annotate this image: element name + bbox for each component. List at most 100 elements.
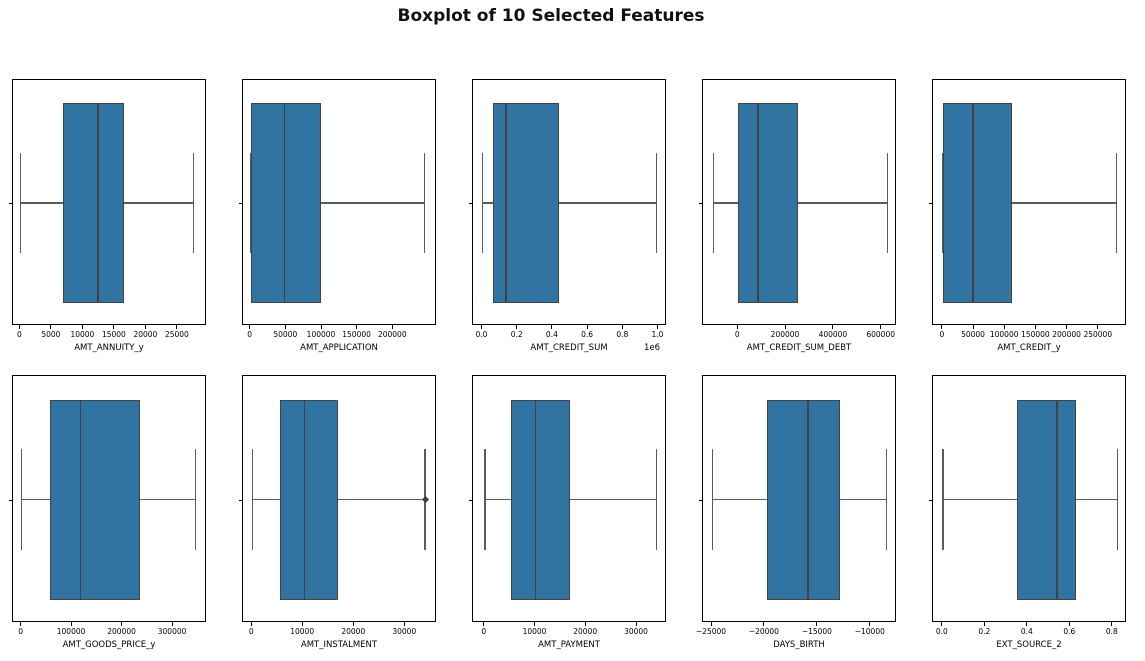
whisker-line xyxy=(484,498,658,501)
x-tick-label: −25000 xyxy=(695,627,727,636)
whisker-line xyxy=(482,202,658,204)
whisker-line xyxy=(942,202,1118,204)
y-tick xyxy=(9,203,13,204)
x-tick-label: 50000 xyxy=(961,330,985,339)
x-tick xyxy=(121,622,123,626)
x-tick xyxy=(869,622,871,626)
x-tick xyxy=(481,325,482,329)
x-tick xyxy=(941,325,943,329)
whisker-cap-low xyxy=(712,152,714,254)
x-tick xyxy=(657,325,658,329)
x-tick xyxy=(171,622,173,626)
x-tick xyxy=(816,622,818,626)
x-tick xyxy=(81,325,83,329)
y-tick xyxy=(9,499,13,501)
iqr-box xyxy=(49,399,140,600)
axis-offset-label: 1e6 xyxy=(643,343,660,353)
x-tick-label: 0 xyxy=(17,330,22,339)
x-tick-label: 0.4 xyxy=(1020,627,1033,636)
whisker-line xyxy=(712,202,889,204)
whisker-cap-low xyxy=(250,152,252,254)
axes-AMT_INSTALMENT xyxy=(239,375,436,622)
x-axis-label: AMT_CREDIT_SUM_DEBT xyxy=(746,343,852,353)
x-tick xyxy=(784,325,786,329)
x-tick-label: 1.0 xyxy=(651,330,664,339)
iqr-box xyxy=(251,103,321,303)
x-tick-label: 25000 xyxy=(164,330,189,339)
axes-AMT_APPLICATION xyxy=(239,79,436,325)
x-tick xyxy=(144,325,146,329)
x-tick-label: 0 xyxy=(734,330,740,339)
iqr-box xyxy=(1016,399,1077,600)
x-tick-label: 150000 xyxy=(1021,330,1050,339)
x-axis-label: AMT_PAYMENT xyxy=(538,640,600,650)
x-tick xyxy=(621,325,623,329)
whisker-cap-high xyxy=(887,152,889,254)
y-tick xyxy=(469,203,473,204)
x-tick-label: 20000 xyxy=(573,627,598,636)
x-tick xyxy=(356,325,358,329)
x-tick xyxy=(113,325,115,329)
x-tick xyxy=(941,622,943,626)
iqr-box xyxy=(511,399,570,600)
x-tick xyxy=(176,325,178,329)
median-line xyxy=(505,103,507,303)
x-tick-label: 0 xyxy=(18,627,23,636)
x-tick xyxy=(1026,622,1028,626)
x-tick xyxy=(301,622,303,626)
x-tick-label: −10000 xyxy=(854,627,885,636)
x-tick xyxy=(1034,325,1036,329)
median-line xyxy=(534,399,537,600)
x-tick xyxy=(586,325,588,329)
median-line xyxy=(1056,399,1058,600)
x-tick-label: 10000 xyxy=(290,627,315,636)
whisker-line xyxy=(251,498,426,501)
x-tick xyxy=(1097,325,1099,329)
x-tick xyxy=(70,622,72,626)
x-tick xyxy=(352,622,354,626)
x-tick xyxy=(972,325,974,329)
x-tick-label: 0 xyxy=(939,330,945,339)
x-tick-label: 10000 xyxy=(522,627,547,636)
x-tick xyxy=(18,325,20,329)
figure-title: Boxplot of 10 Selected Features xyxy=(397,6,705,26)
x-axis-label: AMT_ANNUITY_y xyxy=(74,343,144,353)
x-tick xyxy=(1068,622,1070,626)
whisker-cap-high xyxy=(1115,152,1117,254)
x-tick-label: 30000 xyxy=(624,627,648,636)
x-axis-label: AMT_GOODS_PRICE_y xyxy=(62,640,156,650)
x-tick-label: 0.6 xyxy=(581,330,594,339)
x-tick-label: −20000 xyxy=(748,627,779,636)
x-tick-label: −15000 xyxy=(801,627,832,636)
x-tick xyxy=(391,325,393,329)
x-tick-label: 0 xyxy=(248,627,254,636)
x-tick-label: 200000 xyxy=(107,627,136,636)
median-line xyxy=(97,103,99,303)
x-tick xyxy=(1111,622,1113,626)
whisker-cap-low xyxy=(942,448,944,551)
x-tick xyxy=(403,622,405,626)
x-tick-label: 0.2 xyxy=(510,330,523,339)
x-tick xyxy=(50,325,52,329)
axes-AMT_GOODS_PRICE_y xyxy=(9,375,206,622)
x-axis-label: EXT_SOURCE_2 xyxy=(996,640,1062,650)
y-tick xyxy=(469,499,473,501)
y-tick xyxy=(929,499,933,501)
x-tick-label: 0.2 xyxy=(978,627,991,636)
x-axis-label: AMT_CREDIT_y xyxy=(997,343,1061,353)
whisker-cap-high xyxy=(656,448,658,551)
x-tick xyxy=(635,622,637,626)
whisker-cap-low xyxy=(19,152,22,254)
median-line xyxy=(303,399,305,600)
x-tick-label: 0.4 xyxy=(545,330,558,339)
x-tick xyxy=(320,325,322,329)
axes-AMT_ANNUITY_y xyxy=(9,79,206,325)
x-tick-label: 10000 xyxy=(70,330,95,339)
whisker-cap-low xyxy=(251,448,254,551)
axes-DAYS_BIRTH xyxy=(699,375,896,622)
